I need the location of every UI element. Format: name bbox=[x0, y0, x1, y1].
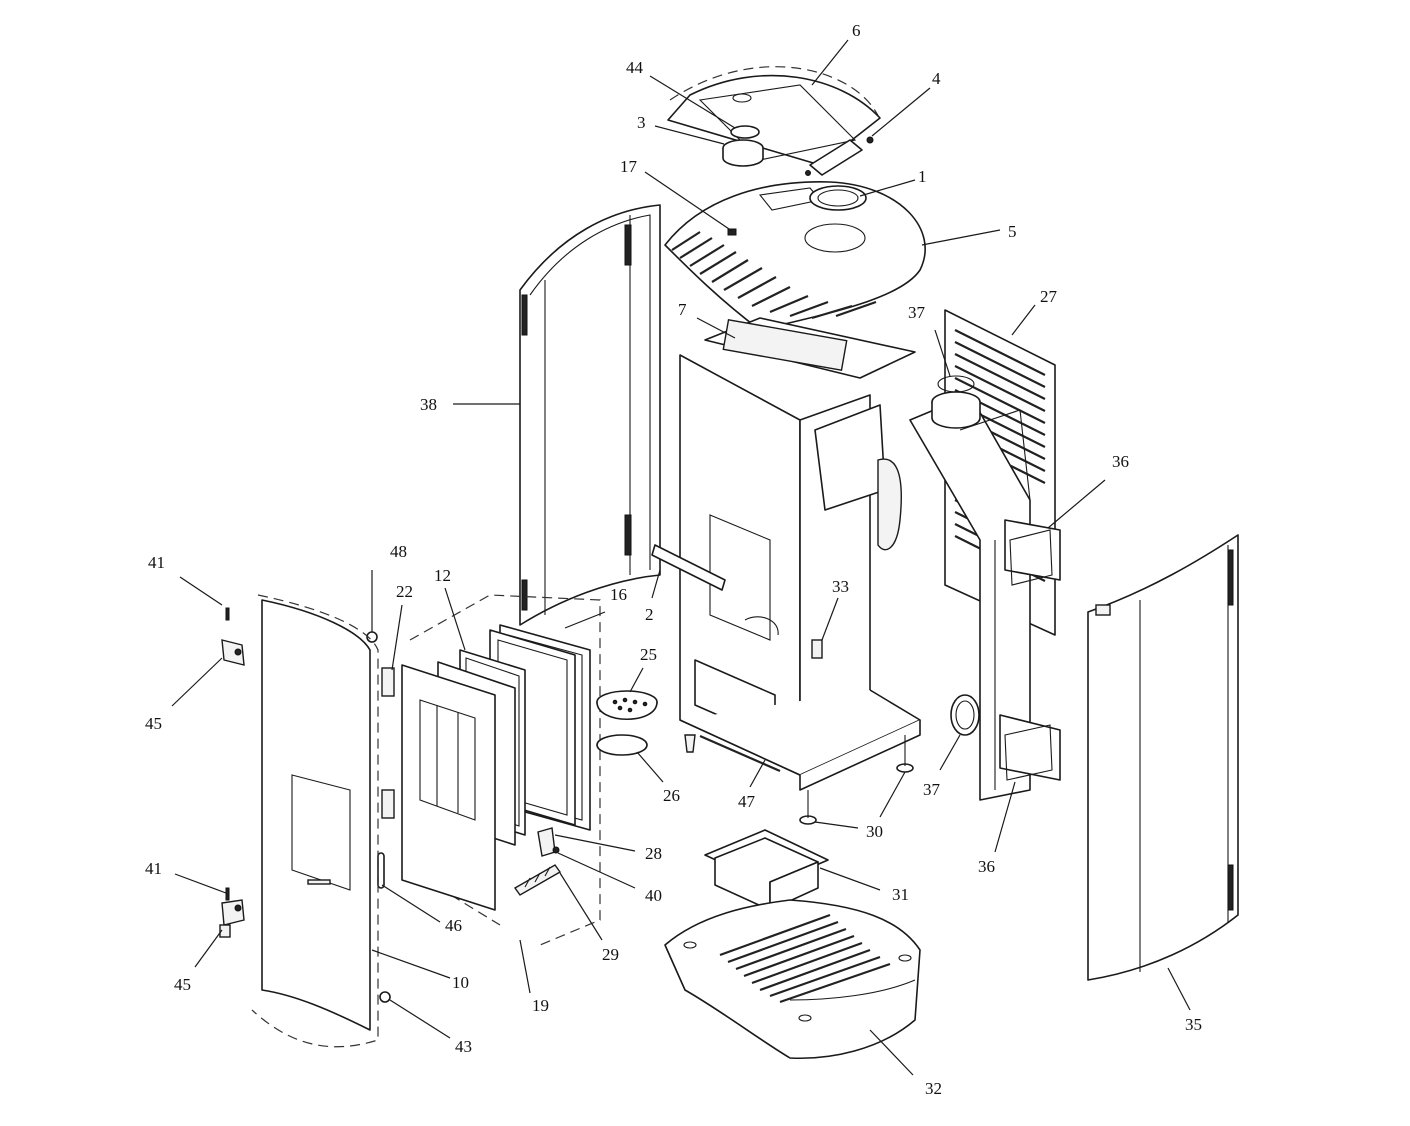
callout-22: 22 bbox=[396, 582, 413, 601]
callout-26: 26 bbox=[663, 786, 680, 805]
callout-41-top: 41 bbox=[148, 553, 165, 572]
top-panel-part-5 bbox=[664, 181, 926, 331]
leader-lines bbox=[171, 39, 1191, 1076]
callout-45-top: 45 bbox=[145, 714, 162, 733]
callout-32: 32 bbox=[925, 1079, 942, 1098]
callout-labels: 6 44 4 3 17 1 5 27 7 37 38 36 48 41 12 3… bbox=[145, 21, 1202, 1098]
top-cover-part-6 bbox=[667, 66, 881, 176]
callout-3: 3 bbox=[637, 113, 646, 132]
callout-16: 16 bbox=[610, 585, 627, 604]
callout-28: 28 bbox=[645, 844, 662, 863]
callout-12: 12 bbox=[434, 566, 451, 585]
stove-main-body bbox=[651, 317, 921, 825]
callout-19: 19 bbox=[532, 996, 549, 1015]
knob-part-43 bbox=[379, 991, 391, 1003]
inner-door-frame bbox=[401, 664, 496, 911]
duct-plate-part-36-bottom bbox=[999, 714, 1061, 781]
callout-2: 2 bbox=[645, 605, 654, 624]
callout-7: 7 bbox=[678, 300, 687, 319]
pin-part-41-bottom bbox=[225, 887, 230, 901]
callout-38: 38 bbox=[420, 395, 437, 414]
callout-36-bottom: 36 bbox=[978, 857, 995, 876]
duct-plate-part-36-top bbox=[1004, 519, 1061, 586]
callout-41-bottom: 41 bbox=[145, 859, 162, 878]
seal-part-46 bbox=[377, 852, 385, 889]
outer-door-part-10 bbox=[251, 594, 379, 1048]
ring-part-44 bbox=[730, 125, 760, 139]
callout-10: 10 bbox=[452, 973, 469, 992]
collar-part-3 bbox=[722, 139, 764, 167]
callout-33: 33 bbox=[832, 577, 849, 596]
base-part-32 bbox=[664, 899, 921, 1060]
callout-5: 5 bbox=[1008, 222, 1017, 241]
bracket-part-45-bottom bbox=[219, 899, 245, 938]
callout-48: 48 bbox=[390, 542, 407, 561]
callout-37-top: 37 bbox=[908, 303, 926, 322]
bracket-part-45-top bbox=[221, 639, 245, 666]
flue-ring-part-1 bbox=[809, 185, 867, 211]
pin-part-41-top bbox=[225, 607, 230, 621]
callout-30: 30 bbox=[866, 822, 883, 841]
callout-31: 31 bbox=[892, 885, 909, 904]
callout-35: 35 bbox=[1185, 1015, 1202, 1034]
callout-17: 17 bbox=[620, 157, 638, 176]
callout-6: 6 bbox=[852, 21, 861, 40]
callout-45-bottom: 45 bbox=[174, 975, 191, 994]
callout-40: 40 bbox=[645, 886, 662, 905]
callout-43: 43 bbox=[455, 1037, 472, 1056]
callout-46: 46 bbox=[445, 916, 462, 935]
brazier-part-25 bbox=[596, 690, 658, 720]
right-side-panel-part-35 bbox=[1087, 534, 1239, 981]
callout-25: 25 bbox=[640, 645, 657, 664]
ash-drawer-part-31 bbox=[704, 829, 829, 911]
callout-37-bottom: 37 bbox=[923, 780, 941, 799]
duct-collar-part-37-top bbox=[931, 375, 981, 429]
callout-47: 47 bbox=[738, 792, 756, 811]
door-latch-part-28 bbox=[537, 827, 556, 857]
callout-4: 4 bbox=[932, 69, 941, 88]
label-plate-part-17 bbox=[727, 228, 737, 236]
screw-part-40 bbox=[552, 846, 560, 854]
brazier-gasket-part-26 bbox=[596, 734, 648, 756]
screw-part-4 bbox=[805, 136, 874, 176]
duct-collar-part-37-bottom bbox=[950, 694, 980, 736]
handle-part-29 bbox=[513, 864, 562, 896]
callout-29: 29 bbox=[602, 945, 619, 964]
callout-1: 1 bbox=[918, 167, 927, 186]
callout-44: 44 bbox=[626, 58, 644, 77]
hinge-part-22 bbox=[381, 667, 395, 819]
callout-27: 27 bbox=[1040, 287, 1058, 306]
left-side-panel-part-38 bbox=[519, 204, 661, 626]
callout-36-top: 36 bbox=[1112, 452, 1129, 471]
